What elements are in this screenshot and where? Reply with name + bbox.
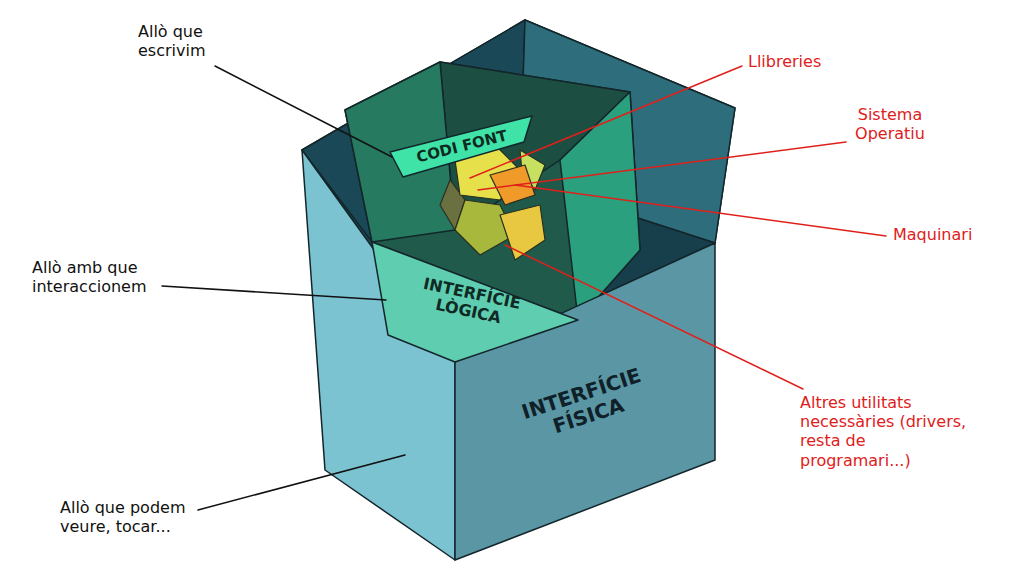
callout-label: Maquinari	[893, 225, 1003, 244]
logical-interface-face: INTERFÍCIE LÒGICACODI FONT	[340, 40, 645, 370]
logical-face	[372, 242, 578, 362]
callout-label: Allò que podem veure, tocar...	[60, 498, 220, 536]
leader-line	[515, 185, 886, 236]
core-piece	[490, 165, 535, 205]
physical-interface-cube: INTERFÍCIE FÍSICAINTERFÍCIE LÒGICACODI F…	[300, 18, 740, 562]
callout-label: Allò que escrivim	[138, 22, 238, 60]
core-piece	[500, 205, 545, 260]
callout-label: Sistema Operatiu	[835, 105, 945, 143]
source-code-band: CODI FONT	[385, 108, 540, 183]
callout-label: Altres utilitats necessàries (drivers, r…	[800, 393, 970, 470]
leader-line	[478, 142, 846, 190]
cube-left-face	[302, 150, 455, 560]
callout-label: Allò amb que interaccionem	[32, 258, 182, 296]
physical-interface-cube-outline	[300, 18, 740, 562]
code-band	[390, 116, 532, 177]
leader-line	[215, 66, 392, 157]
callout-label: Llibreries	[748, 52, 868, 71]
